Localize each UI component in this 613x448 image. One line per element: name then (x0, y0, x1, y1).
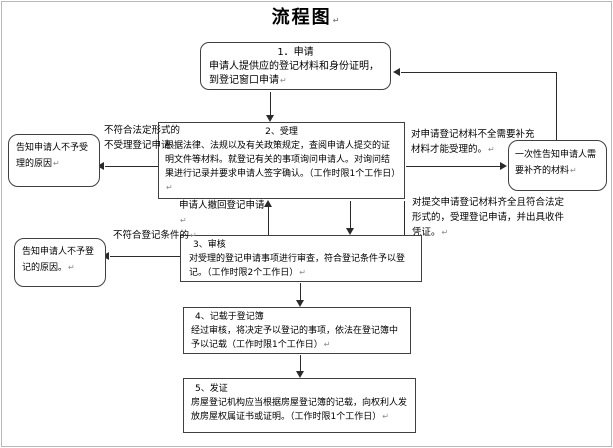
paragraph-mark: ↵ (570, 166, 577, 175)
paragraph-mark: ↵ (68, 263, 75, 272)
page-title: 流程图↵ (0, 3, 613, 29)
connector-review-to-record (300, 283, 301, 301)
node-notify-not-registered: 告知申请人不予登记的原因。↵ (14, 238, 106, 287)
connector-supplement-feedback-horizontal (401, 72, 557, 73)
connector-supplement-feedback-vertical (556, 73, 557, 140)
step3-title: 3、审核 (193, 240, 226, 250)
arrowhead-right-icon (500, 162, 507, 170)
arrowhead-down-icon (296, 300, 304, 307)
arrowhead-left-icon (393, 68, 400, 76)
connector-accept-to-notify-not-accepted (105, 166, 158, 167)
connector-record-to-certificate (300, 355, 301, 372)
arrowhead-left-icon (97, 162, 104, 170)
connector-accept-to-notify-supplement (406, 166, 500, 167)
paragraph-mark: ↵ (180, 216, 187, 225)
step4-body: 经过审核，将决定予以登记的事项，依法在登记簿中予以记载（工作时限1个工作日） (191, 326, 399, 350)
paragraph-mark: ↵ (166, 183, 173, 192)
paragraph-mark: ↵ (332, 16, 342, 25)
edge-label-complete-materials-text: 对提交申请登记材料齐全且符合法定形式的，受理登记申请，并出具收件凭证。 (412, 197, 565, 238)
node-step3-review: 3、审核 对受理的登记申请事项进行审查，符合登记条件予以登记。（工作时限2个工作… (180, 235, 422, 282)
step2-title: 2、受理 (265, 127, 298, 137)
arrowhead-up-icon (264, 200, 272, 207)
edge-label-conditions-not-met: 不符合登记条件的↵ (113, 228, 213, 243)
connector-accept-to-review-right (404, 201, 405, 235)
node-step2-accept: 2、受理 根据法律、法规以及有关政策规定，查阅申请人提交的证明文件等材料。就登记… (158, 122, 405, 199)
node-notify-supplement: 一次性告知申请人需要补齐的材料↵ (508, 140, 607, 191)
edge-label-complete-materials: 对提交申请登记材料齐全且符合法定形式的，受理登记申请，并出具收件凭证。↵ (412, 195, 568, 240)
paragraph-mark: ↵ (441, 228, 449, 237)
edge-label-withdraw-text: 申请人撤回登记申请 (179, 200, 265, 211)
arrowhead-down-icon (296, 371, 304, 378)
paragraph-mark: ↵ (382, 412, 389, 421)
edge-label-incomplete-materials: 对申请登记材料不全需要补充材料才能受理的。↵ (411, 127, 537, 157)
paragraph-mark: ↵ (299, 268, 306, 277)
edge-label-invalid-form: 不符合法定形式的不受理登记申请↵ (104, 123, 184, 153)
connector-apply-to-accept (270, 92, 271, 115)
edge-label-invalid-form-text: 不符合法定形式的不受理登记申请 (104, 125, 181, 151)
step1-body: 申请人提供应的登记材料和身份证明，到登记窗口申请 (209, 61, 379, 86)
connector-withdraw (268, 207, 269, 235)
paragraph-mark: ↵ (280, 76, 287, 85)
edge-label-incomplete-materials-text: 对申请登记材料不全需要补充材料才能受理的。 (411, 129, 535, 155)
node-step5-certificate: 5、发证 房屋登记机构应当根据房屋登记簿的记载，向权利人发放房屋权属证书或证明。… (183, 378, 416, 433)
step2-body: 根据法律、法规以及有关政策规定，查阅申请人提交的证明文件等材料。就登记有关的事项… (165, 141, 401, 179)
paragraph-mark: ↵ (171, 141, 179, 150)
paragraph-mark: ↵ (190, 231, 197, 240)
node-step4-record: 4、记载于登记簿 经过审核，将决定予以登记的事项，依法在登记簿中予以记载（工作时… (183, 307, 411, 354)
page-title-text: 流程图 (271, 7, 332, 28)
paragraph-mark: ↵ (323, 340, 331, 349)
edge-label-withdraw: 申请人撤回登记申请 ↵ (179, 198, 271, 228)
connector-accept-to-review (350, 201, 351, 228)
notify-supplement-text: 一次性告知申请人需要补齐的材料 (515, 150, 597, 176)
paragraph-mark: ↵ (488, 145, 495, 154)
step5-body: 房屋登记机构应当根据房屋登记簿的记载，向权利人发放房屋权属证书或证明。（工作时限… (191, 398, 408, 422)
notify-not-accepted-text: 告知申请人不予受理的原因 (16, 143, 89, 169)
arrowhead-down-icon (346, 228, 354, 235)
connector-review-to-notify-not-registered (110, 256, 180, 257)
step3-body: 对受理的登记申请事项进行审查，符合登记条件予以登记。（工作时限2个工作日） (189, 254, 406, 278)
step4-title: 4、记载于登记簿 (195, 312, 264, 322)
arrowhead-down-icon (266, 115, 274, 122)
step5-title: 5、发证 (195, 384, 228, 394)
edge-label-conditions-not-met-text: 不符合登记条件的 (113, 230, 190, 241)
node-notify-not-accepted: 告知申请人不予受理的原因↵ (8, 134, 100, 187)
step1-title: 1．申请 (277, 47, 314, 58)
paragraph-mark: ↵ (53, 159, 60, 168)
node-step1-apply: 1．申请 申请人提供应的登记材料和身份证明，到登记窗口申请↵ (200, 42, 391, 90)
notify-not-registered-text: 告知申请人不予登记的原因。 (22, 247, 95, 273)
